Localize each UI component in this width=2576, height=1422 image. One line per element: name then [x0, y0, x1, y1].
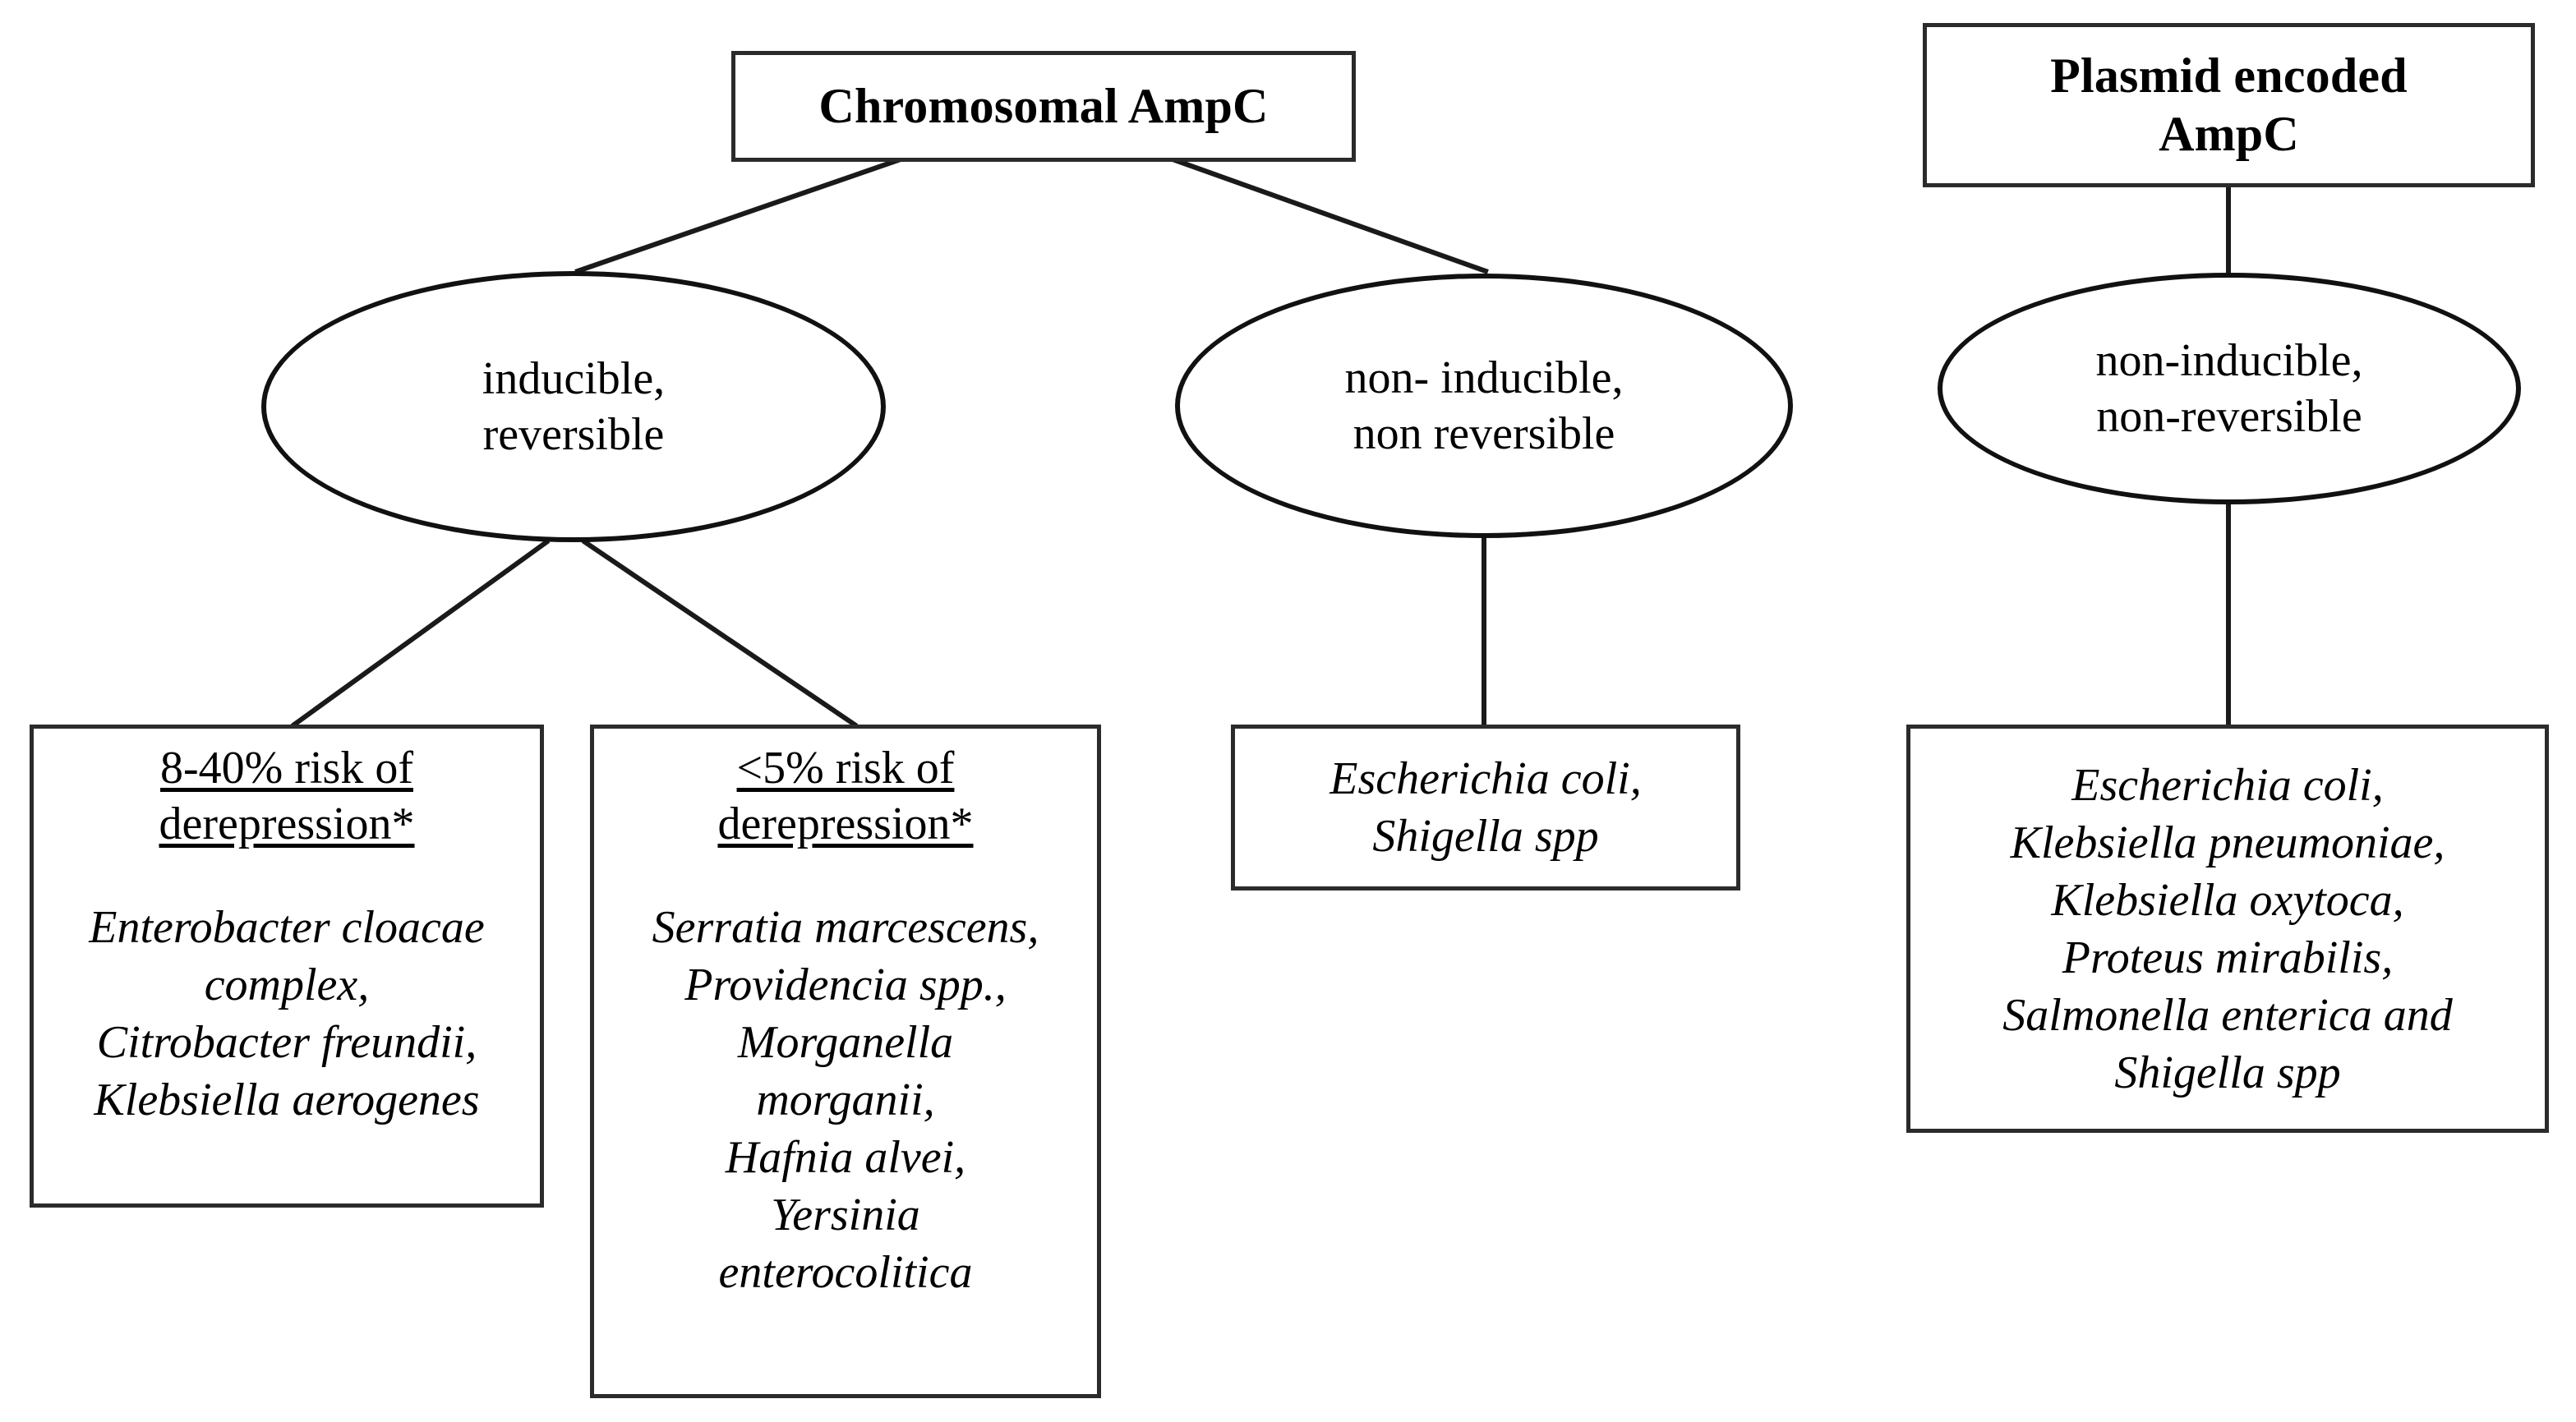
low-risk-content: <5% risk of derepression* Serratia marce…: [594, 729, 1097, 1316]
organism-line: Shigella spp: [2114, 1047, 2341, 1098]
organism-line: Klebsiella oxytoca,: [2051, 874, 2404, 926]
organism-line: Proteus mirabilis,: [2062, 932, 2394, 983]
organism-line: Enterobacter cloacae: [89, 901, 485, 953]
organism-line: Hafnia alvei,: [725, 1131, 966, 1183]
high-risk-heading-line-1: 8-40% risk of: [160, 743, 413, 794]
organism-line: Morganella: [737, 1016, 954, 1068]
organism-line: Escherichia coli,: [1329, 753, 1642, 804]
organism-line: Shigella spp: [1372, 811, 1599, 862]
plasmid-encoded-ampc-label: Plasmid encoded AmpC: [2050, 47, 2408, 163]
organism-line: complex,: [204, 959, 370, 1010]
organism-line: Providencia spp.,: [684, 959, 1007, 1010]
high-risk-heading-line-2: derepression*: [159, 798, 415, 850]
node-plasmid-non-inducible[interactable]: non-inducible, non-reversible: [1938, 273, 2521, 504]
inducible-line-2: reversible: [482, 409, 665, 460]
connector-inducible-to-low-risk: [581, 538, 859, 729]
inducible-reversible-label: inducible, reversible: [482, 351, 665, 463]
plasmid-non-inducible-line-1: non-inducible,: [2095, 334, 2363, 386]
non-inducible-line-1: non- inducible,: [1344, 352, 1624, 403]
high-risk-organism-list: Enterobacter cloacae complex, Citrobacte…: [48, 899, 525, 1129]
plasmid-organism-list: Escherichia coli, Klebsiella pneumoniae,…: [1910, 757, 2545, 1102]
plasmid-label-line-2: AmpC: [2159, 107, 2299, 161]
plasmid-label-line-1: Plasmid encoded: [2050, 48, 2408, 104]
node-chromosomal-non-inducible-organisms[interactable]: Escherichia coli, Shigella spp: [1231, 725, 1740, 890]
low-risk-organism-list: Serratia marcescens, Providencia spp., M…: [609, 899, 1082, 1301]
high-risk-heading: 8-40% risk of derepression*: [48, 740, 525, 853]
organism-line: Klebsiella pneumoniae,: [2010, 817, 2445, 868]
non-inducible-line-2: non reversible: [1353, 408, 1615, 459]
organism-line: morganii,: [756, 1074, 935, 1125]
low-risk-heading-line-2: derepression*: [717, 798, 974, 850]
low-risk-heading: <5% risk of derepression*: [609, 740, 1082, 853]
organism-line: Escherichia coli,: [2071, 759, 2384, 811]
inducible-line-1: inducible,: [482, 352, 666, 404]
node-plasmid-organisms[interactable]: Escherichia coli, Klebsiella pneumoniae,…: [1906, 725, 2549, 1133]
connector-chromosomal-to-noninducible: [1172, 157, 1489, 274]
chromosomal-non-inducible-label: non- inducible, non reversible: [1344, 350, 1623, 462]
node-inducible-reversible[interactable]: inducible, reversible: [261, 271, 886, 542]
organism-line: Serratia marcescens,: [652, 901, 1039, 953]
node-chromosomal-non-inducible[interactable]: non- inducible, non reversible: [1175, 274, 1793, 538]
node-low-risk-derepression[interactable]: <5% risk of derepression* Serratia marce…: [590, 725, 1101, 1398]
plasmid-non-inducible-line-2: non-reversible: [2096, 391, 2362, 442]
plasmid-non-inducible-label: non-inducible, non-reversible: [2095, 333, 2362, 445]
organism-line: Klebsiella aerogenes: [94, 1074, 480, 1125]
node-plasmid-encoded-ampc[interactable]: Plasmid encoded AmpC: [1923, 23, 2535, 187]
node-high-risk-derepression[interactable]: 8-40% risk of derepression* Enterobacter…: [30, 725, 544, 1208]
chromosomal-non-inducible-organism-list: Escherichia coli, Shigella spp: [1235, 750, 1736, 865]
connector-chromosomal-to-inducible: [574, 157, 901, 274]
connector-inducible-to-high-risk: [290, 538, 551, 729]
organism-line: Citrobacter freundii,: [96, 1016, 477, 1068]
organism-line: Salmonella enterica and: [2002, 989, 2453, 1041]
chromosomal-ampc-label: Chromosomal AmpC: [818, 79, 1269, 134]
low-risk-heading-line-1: <5% risk of: [736, 743, 955, 794]
node-chromosomal-ampc[interactable]: Chromosomal AmpC: [731, 51, 1356, 162]
high-risk-content: 8-40% risk of derepression* Enterobacter…: [34, 729, 540, 1144]
organism-line: Yersinia: [771, 1189, 920, 1240]
organism-line: enterocolitica: [718, 1246, 973, 1298]
